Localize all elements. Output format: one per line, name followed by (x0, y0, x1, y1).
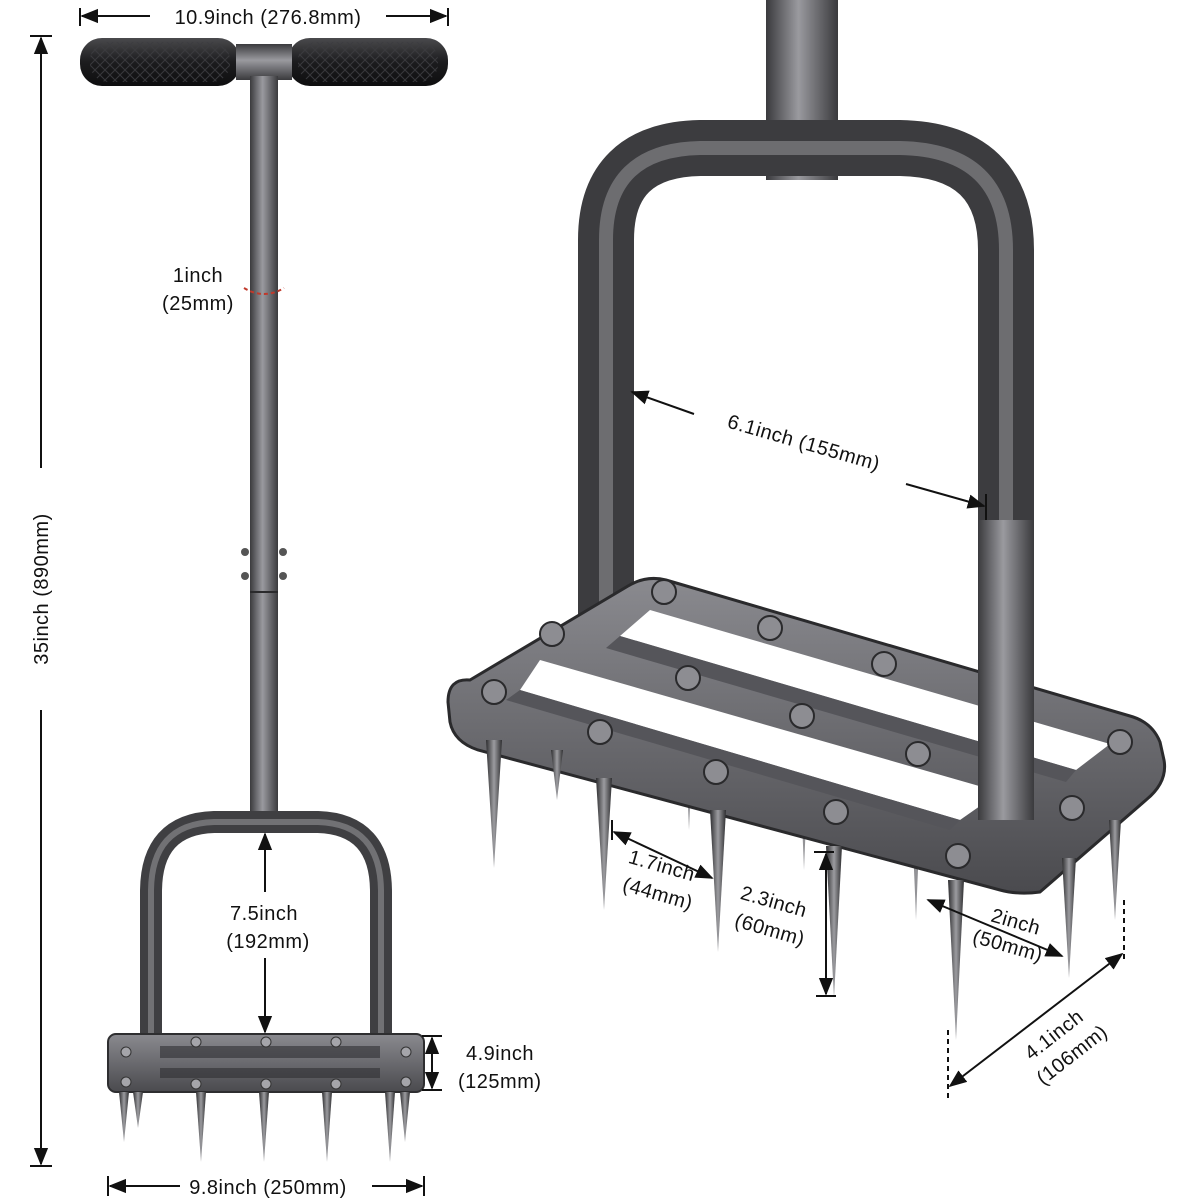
aerator-tool-illustration (80, 38, 448, 1162)
t-handle-joint (236, 44, 292, 80)
dimension-lines-overall (30, 8, 449, 1196)
handle-width-label: 10.9inch (276.8mm) (175, 7, 362, 29)
shaft (250, 76, 278, 816)
fork-height-mm-label: (192mm) (226, 931, 310, 953)
total-height-label: 35inch (890mm) (31, 513, 53, 665)
base-depth-mm-label: (125mm) (458, 1071, 542, 1093)
base-depth-inch-label: 4.9inch (466, 1043, 534, 1065)
base-width-label: 9.8inch (250mm) (189, 1177, 347, 1199)
dimension-lines-detail (611, 390, 1125, 1100)
aerator-base-closeup-illustration (446, 0, 1167, 1040)
shaft-diameter-inch-label: 1inch (173, 265, 223, 287)
fork-height-inch-label: 7.5inch (230, 903, 298, 925)
spike-row (119, 1092, 410, 1162)
fork-inner-width-label: 6.1inch (155mm) (725, 411, 883, 476)
shaft-diameter-marker (243, 287, 285, 295)
shaft-diameter-mm-label: (25mm) (162, 293, 234, 315)
detail-fork-frame (578, 120, 1034, 800)
